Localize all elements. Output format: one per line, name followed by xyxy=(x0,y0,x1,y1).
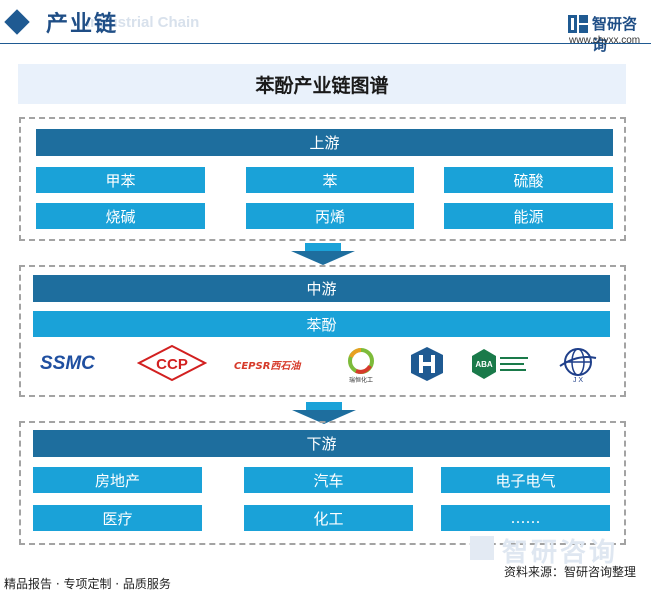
downstream-item: 房地产 xyxy=(33,467,202,493)
ccp-logo-icon: CCP xyxy=(137,344,207,382)
downstream-section xyxy=(19,421,626,545)
ruiheng-logo-icon: 瑞恒化工 xyxy=(342,346,380,384)
jx-logo-text: J X xyxy=(573,377,583,384)
flow-arrow-down-icon xyxy=(292,402,356,424)
upstream-item: 甲苯 xyxy=(36,167,205,193)
watermark-text: 智研咨询 xyxy=(502,538,619,568)
brand-name: 智研咨询 xyxy=(592,15,638,54)
cepsr-logo-icon: CEPSR西石油 xyxy=(232,356,324,374)
downstream-heading: 下游 xyxy=(33,430,610,457)
jx-logo-icon: J X xyxy=(556,346,600,384)
page-title: 产业链 xyxy=(46,12,119,37)
footer-tagline: 精品报告 · 专项定制 · 品质服务 xyxy=(4,577,171,591)
aba-logo-icon: ABA xyxy=(471,348,531,380)
ruiheng-logo-text: 瑞恒化工 xyxy=(349,376,373,384)
header-diamond-icon xyxy=(4,9,30,35)
ssmc-logo-icon: SSMC xyxy=(38,348,114,378)
ccp-logo-text: CCP xyxy=(156,356,188,373)
header-divider xyxy=(0,43,651,44)
flow-arrow-down-icon xyxy=(291,243,355,265)
header-ghost-text: Industrial Chain xyxy=(86,14,200,31)
diagram-title: 苯酚产业链图谱 xyxy=(18,64,626,104)
company-logo-blue-icon xyxy=(410,346,444,382)
aba-logo-text: ABA xyxy=(475,360,493,369)
downstream-item: 化工 xyxy=(244,505,413,531)
cepsr-logo-text: CEPSR西石油 xyxy=(234,360,302,372)
brand-logo-icon xyxy=(568,15,588,33)
downstream-item: 汽车 xyxy=(244,467,413,493)
upstream-item: 硫酸 xyxy=(444,167,613,193)
midstream-product: 苯酚 xyxy=(33,311,610,337)
upstream-heading: 上游 xyxy=(36,129,613,156)
ssmc-logo-text: SSMC xyxy=(40,353,95,374)
brand-url: www.chyxx.com xyxy=(569,35,641,46)
upstream-item: 苯 xyxy=(246,167,414,193)
downstream-item: …… xyxy=(441,505,610,531)
downstream-item: 电子电气 xyxy=(441,467,610,493)
upstream-item: 烧碱 xyxy=(36,203,205,229)
source-note: 资料来源：智研咨询整理 xyxy=(504,565,637,579)
watermark-logo-icon xyxy=(470,536,494,560)
upstream-section xyxy=(19,117,626,241)
midstream-heading: 中游 xyxy=(33,275,610,302)
upstream-item: 丙烯 xyxy=(246,203,414,229)
upstream-item: 能源 xyxy=(444,203,613,229)
midstream-section xyxy=(19,265,626,397)
downstream-item: 医疗 xyxy=(33,505,202,531)
